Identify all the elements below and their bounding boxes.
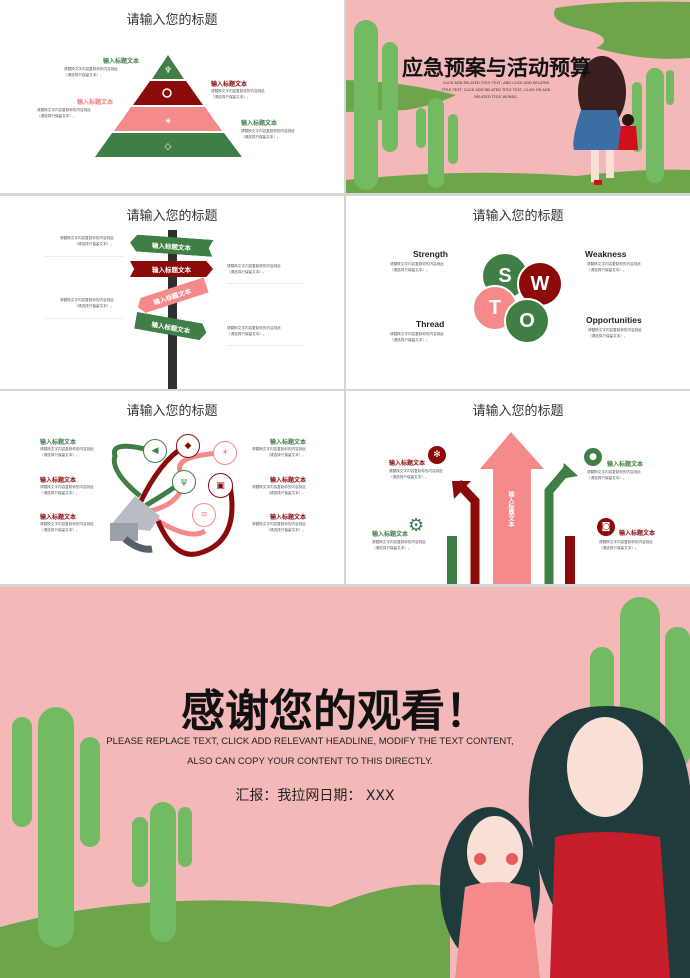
slide-title: 请输入您的标题 (472, 404, 564, 419)
item-body: 请替换文字内容复制你的内容到此（请选择只保留文本）。 (241, 129, 295, 139)
slide-swot[interactable]: 请输入您的标题 S W T O Strength 请替换文字内容复制你的内容到此… (346, 196, 690, 389)
printer-icon: ▣ (208, 473, 233, 498)
cactus (354, 20, 674, 190)
item-body: 请替换文字内容复制你的内容到此（请选择只保留文本）。 (60, 298, 114, 308)
ending-illustration (0, 597, 690, 978)
item-title: 输入标题文本 (372, 531, 409, 538)
instagram-icon: ◙ (597, 518, 615, 536)
swot-label-thread: Thread (416, 319, 445, 329)
item-body: 请替换文字内容复制你的内容到此（请选择只保留文本）。 (64, 67, 118, 77)
slide-title: 请输入您的标题 (126, 13, 218, 28)
arrow-label: 输入标题文本 (507, 491, 514, 527)
lightbulb-icon: ☀ (213, 441, 237, 465)
item-body: 请替换文字内容复制你的内容到此（请选择只保留文本）。 (227, 326, 281, 336)
item-body: 请替换文字内容复制你的内容到此（请选择只保留文本）。 (599, 540, 653, 550)
ending-subtitle-2: ALSO CAN COPY YOUR CONTENT TO THIS DIREC… (187, 756, 433, 767)
item-title: 输入标题文本 (270, 477, 307, 484)
item-title: 输入标题文本 (211, 81, 248, 88)
aperture-icon: ✻ (428, 446, 446, 464)
ending-subtitle-1: PLEASE REPLACE TEXT, CLICK ADD RELEVANT … (106, 736, 514, 747)
swot-o: O (504, 298, 550, 344)
item-body: 请替换文字内容复制你的内容到此（请选择只保留文本）。 (60, 236, 114, 246)
item-title: 输入标题文本 (77, 99, 114, 106)
item-body: 请替换文字内容复制你的内容到此（请选择只保留文本）。 (389, 469, 443, 479)
swot-label-opportunities: Opportunities (586, 315, 642, 325)
item-title: 输入标题文本 (270, 439, 307, 446)
item-title: 输入标题文本 (40, 514, 77, 521)
item-body: 请替换文字内容复制你的内容到此（请选择只保留文本）。 (588, 328, 642, 338)
signpost-pole (168, 230, 177, 389)
diamond-icon: ◇ (165, 142, 172, 152)
slide-pyramid[interactable]: 请输入您的标题 ♆ ☀ ◇ 输入标题文本 请替换文字内容复制你的内容到此（请选择… (0, 0, 344, 193)
slide-arrows[interactable]: 请输入您的标题 输入标题文本 ✻ 输入标题文本 请替换文字内容复制你的内容到此（… (346, 391, 690, 584)
item-body: 请替换文字内容复制你的内容到此（请选择只保留文本）。 (227, 264, 281, 274)
two-women-illustration (440, 706, 690, 978)
trophy-icon: ♆ (164, 66, 172, 76)
item-title: 输入标题文本 (241, 120, 278, 127)
search-icon (162, 88, 172, 98)
item-body: 请替换文字内容复制你的内容到此（请选择只保留文本）。 (40, 447, 94, 457)
woman-and-child-illustration (573, 56, 638, 185)
item-body: 请替换文字内容复制你的内容到此（请选择只保留文本）。 (252, 522, 306, 532)
sign-green: 输入标题文本 (130, 234, 214, 257)
item-body: 请替换文字内容复制你的内容到此（请选择只保留文本）。 (587, 262, 641, 272)
item-body: 请替换文字内容复制你的内容到此（请选择只保留文本）。 (587, 470, 641, 480)
item-body: 请替换文字内容复制你的内容到此（请选择只保留文本）。 (372, 540, 426, 550)
item-title: 输入标题文本 (103, 58, 140, 65)
speaker-icon: ◀ (143, 439, 167, 463)
sign-dark-red: 输入标题文本 (130, 261, 213, 277)
cover-illustration (346, 1, 690, 193)
item-title: 输入标题文本 (619, 530, 656, 537)
antenna-icon: ψ (172, 470, 196, 494)
item-title: 输入标题文本 (389, 460, 426, 467)
pyramid-layer-3 (114, 107, 222, 131)
cover-title: 应急预案与活动预算 (402, 56, 591, 80)
slide-title: 请输入您的标题 (126, 209, 218, 224)
cover-subtitle: CLICK ADD RELATED TITLE TEXT, AND CLICK … (441, 81, 551, 99)
item-body: 请替换文字内容复制你的内容到此（请选择只保留文本）。 (390, 332, 444, 342)
ending-title: 感谢您的观看！ (181, 686, 489, 737)
lightbulb-icon: ☀ (164, 117, 172, 127)
layers-icon: ◆ (176, 434, 200, 458)
slide-ending[interactable]: 感谢您的观看！ PLEASE REPLACE TEXT, CLICK ADD R… (0, 587, 690, 978)
swot-label-weakness: Weakness (585, 249, 627, 259)
item-body: 请替换文字内容复制你的内容到此（请选择只保留文本）。 (252, 485, 306, 495)
ending-reporter: 汇报：我拉网日期： XXX (235, 788, 395, 804)
item-body: 请替换文字内容复制你的内容到此（请选择只保留文本）。 (40, 485, 94, 495)
item-body: 请替换文字内容复制你的内容到此（请选择只保留文本）。 (211, 89, 265, 99)
pyramid-graphic: ♆ ☀ ◇ (95, 55, 242, 157)
item-title: 输入标题文本 (270, 514, 307, 521)
slide-cover[interactable]: 应急预案与活动预算 CLICK ADD RELATED TITLE TEXT, … (346, 0, 690, 193)
pyramid-layer-2 (133, 81, 203, 105)
apple-icon: ● (584, 448, 602, 466)
slide-megaphone[interactable]: 请输入您的标题 ◀ ◆ ☀ ψ ▣ ≡ 输入标题文本 请替换文字内容复制你的内容… (0, 391, 344, 584)
item-body: 请替换文字内容复制你的内容到此（请选择只保留文本）。 (390, 262, 444, 272)
item-body: 请替换文字内容复制你的内容到此（请选择只保留文本）。 (40, 522, 94, 532)
database-icon: ≡ (192, 503, 216, 527)
item-title: 输入标题文本 (40, 477, 77, 484)
slide-title: 请输入您的标题 (472, 209, 564, 224)
arrows-graphic (447, 432, 578, 584)
item-title: 输入标题文本 (607, 461, 644, 468)
slide-signpost[interactable]: 请输入您的标题 输入标题文本 输入标题文本 输入标题文本 输入标题文本 请替换文… (0, 196, 344, 389)
item-body: 请替换文字内容复制你的内容到此（请选择只保留文本）。 (252, 447, 306, 457)
item-body: 请替换文字内容复制你的内容到此（请选择只保留文本）。 (37, 108, 91, 118)
item-title: 输入标题文本 (40, 439, 77, 446)
slide-title: 请输入您的标题 (126, 404, 218, 419)
swot-label-strength: Strength (413, 249, 448, 259)
pyramid-layer-1 (152, 55, 184, 79)
gear-icon: ⚙ (408, 515, 425, 536)
pyramid-layer-4 (95, 133, 242, 157)
